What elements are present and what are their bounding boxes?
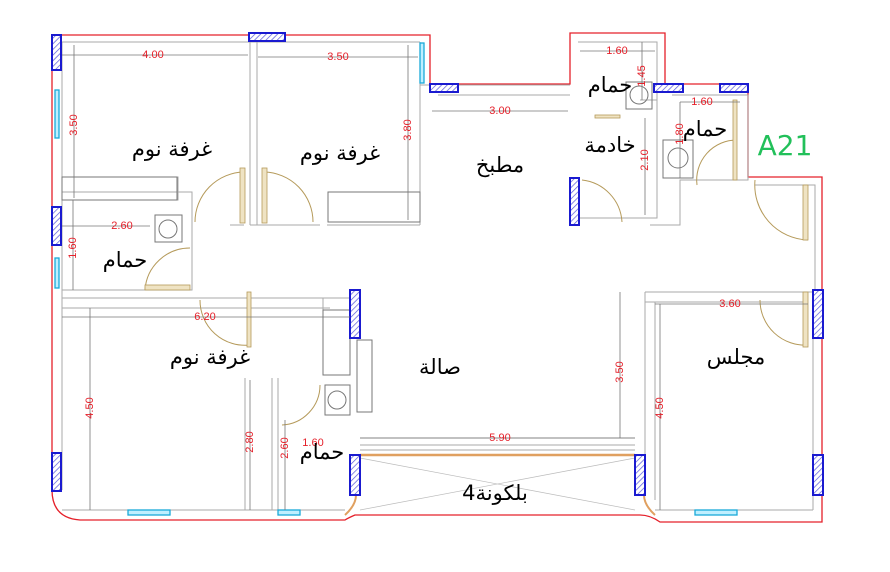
room-label-bedroom-2: غرفة نوم [300,141,380,165]
room-label-bath-left: حمام [103,248,148,272]
dimension-labels: 4.00 3.50 3.50 3.80 3.00 1.60 1.45 1.60 … [67,45,741,459]
outer-wall [51,32,823,523]
dim-bath-left-depth: 1.60 [67,237,79,258]
dim-majlis-width: 3.60 [719,298,740,310]
dim-kitchen-width: 3.00 [489,105,510,117]
room-label-bedroom-3: غرفة نوم [170,345,250,369]
dim-hall-depth: 3.50 [614,361,626,382]
dim-maid-depth: 2.10 [639,149,651,170]
dim-bath-bottom-depth: 2.60 [279,437,291,458]
room-labels: غرفة نوم غرفة نوم غرفة نوم مطبخ حمام خاد… [103,73,813,505]
room-label-maid-bath: حمام [588,73,633,97]
dim-bedroom2-width: 3.50 [327,51,348,63]
interior-walls [61,41,816,511]
dim-bath-bottom-width: 1.60 [302,437,323,449]
room-label-bath-right: حمام [683,117,728,141]
dim-bath-right-width: 1.60 [691,96,712,108]
fixtures [61,81,694,416]
windows [51,32,824,516]
dim-majlis-depth: 4.50 [654,397,666,418]
dim-maid-width: 1.60 [606,45,627,57]
dim-bedroom2-depth: 3.80 [402,119,414,140]
doors [144,99,809,516]
dim-bedroom3-width: 6.20 [194,311,215,323]
dim-bedroom1-depth: 3.50 [68,114,80,135]
room-label-bath-bottom: حمام [300,440,345,464]
dim-bedroom3-depth: 4.50 [84,397,96,418]
dim-maid-bath-depth: 1.45 [636,65,648,86]
room-label-bedroom-1: غرفة نوم [132,137,212,161]
room-label-kitchen: مطبخ [476,153,524,177]
dimension-lines [62,42,808,510]
room-label-maid-room: خادمة [584,133,635,157]
dim-hall-width: 5.90 [489,432,510,444]
dim-bath-right-depth: 1.80 [674,123,686,144]
dim-bedroom3-closet-depth: 2.80 [244,431,256,452]
room-label-hall: صالة [419,355,461,379]
unit-code: A21 [758,129,813,162]
dim-bath-left-width: 2.60 [111,220,132,232]
room-label-balcony: بلكونة4 [462,481,528,505]
room-label-majlis: مجلس [707,345,766,369]
dim-bedroom1-width: 4.00 [142,49,163,61]
